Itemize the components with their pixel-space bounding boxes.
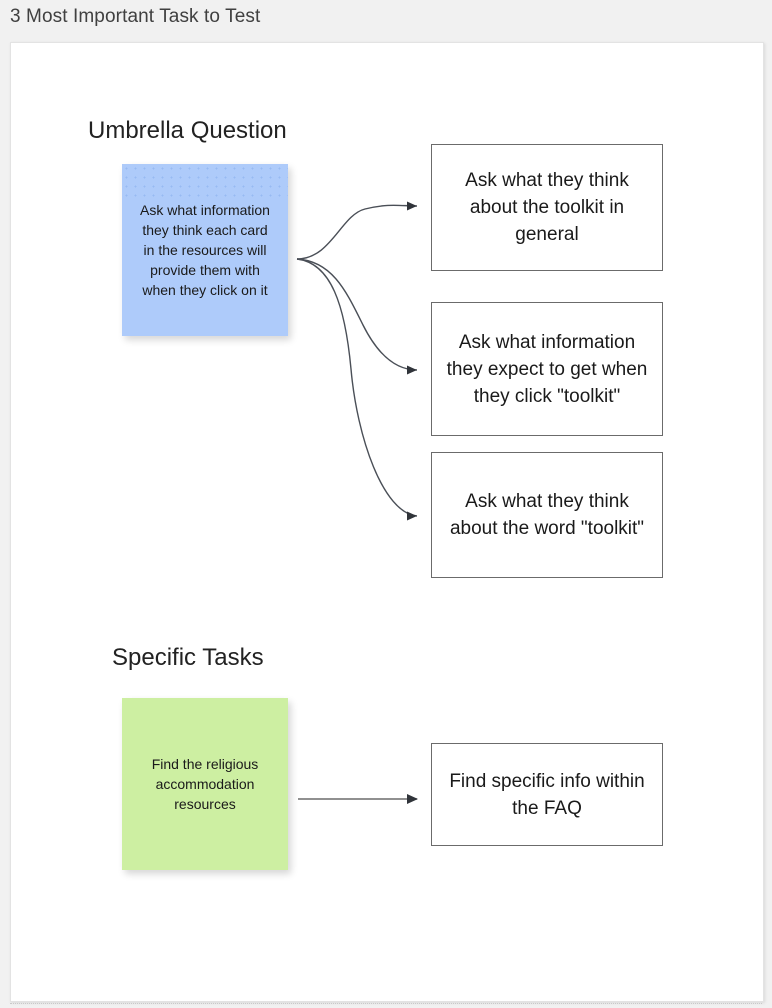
- sticky-note-umbrella[interactable]: Ask what information they think each car…: [122, 164, 288, 336]
- connector-umbrella-to-expect: [296, 258, 418, 371]
- sticky-note-specific[interactable]: Find the religious accommodation resourc…: [122, 698, 288, 870]
- sticky-selection-texture: [122, 164, 288, 198]
- page-title: 3 Most Important Task to Test: [10, 6, 261, 27]
- task-box-faq[interactable]: Find specific info within the FAQ: [431, 743, 663, 846]
- arrowhead-word: [407, 511, 417, 521]
- task-box-expect[interactable]: Ask what information they expect to get …: [431, 302, 663, 436]
- arrowhead-general: [407, 201, 417, 211]
- arrowhead-faq: [407, 794, 418, 804]
- task-box-expect-text: Ask what information they expect to get …: [446, 331, 648, 407]
- sticky-note-specific-text: Find the religious accommodation resourc…: [151, 756, 259, 812]
- section-heading-umbrella: Umbrella Question: [88, 117, 287, 144]
- connector-umbrella-to-general: [296, 204, 418, 260]
- task-box-word[interactable]: Ask what they think about the word "tool…: [431, 452, 663, 578]
- task-box-word-text: Ask what they think about the word "tool…: [449, 491, 645, 539]
- task-box-faq-text: Find specific info within the FAQ: [449, 770, 645, 819]
- section-heading-specific: Specific Tasks: [112, 644, 264, 671]
- task-box-general-text: Ask what they think about the toolkit in…: [465, 170, 629, 245]
- page-bottom-divider: [10, 1003, 762, 1004]
- task-box-general[interactable]: Ask what they think about the toolkit in…: [431, 144, 663, 271]
- sticky-note-umbrella-text: Ask what information they think each car…: [140, 202, 270, 298]
- connector-umbrella-to-word: [296, 258, 418, 517]
- diagram-canvas[interactable]: Umbrella Question Ask what information t…: [10, 42, 764, 1002]
- arrowhead-expect: [407, 365, 417, 375]
